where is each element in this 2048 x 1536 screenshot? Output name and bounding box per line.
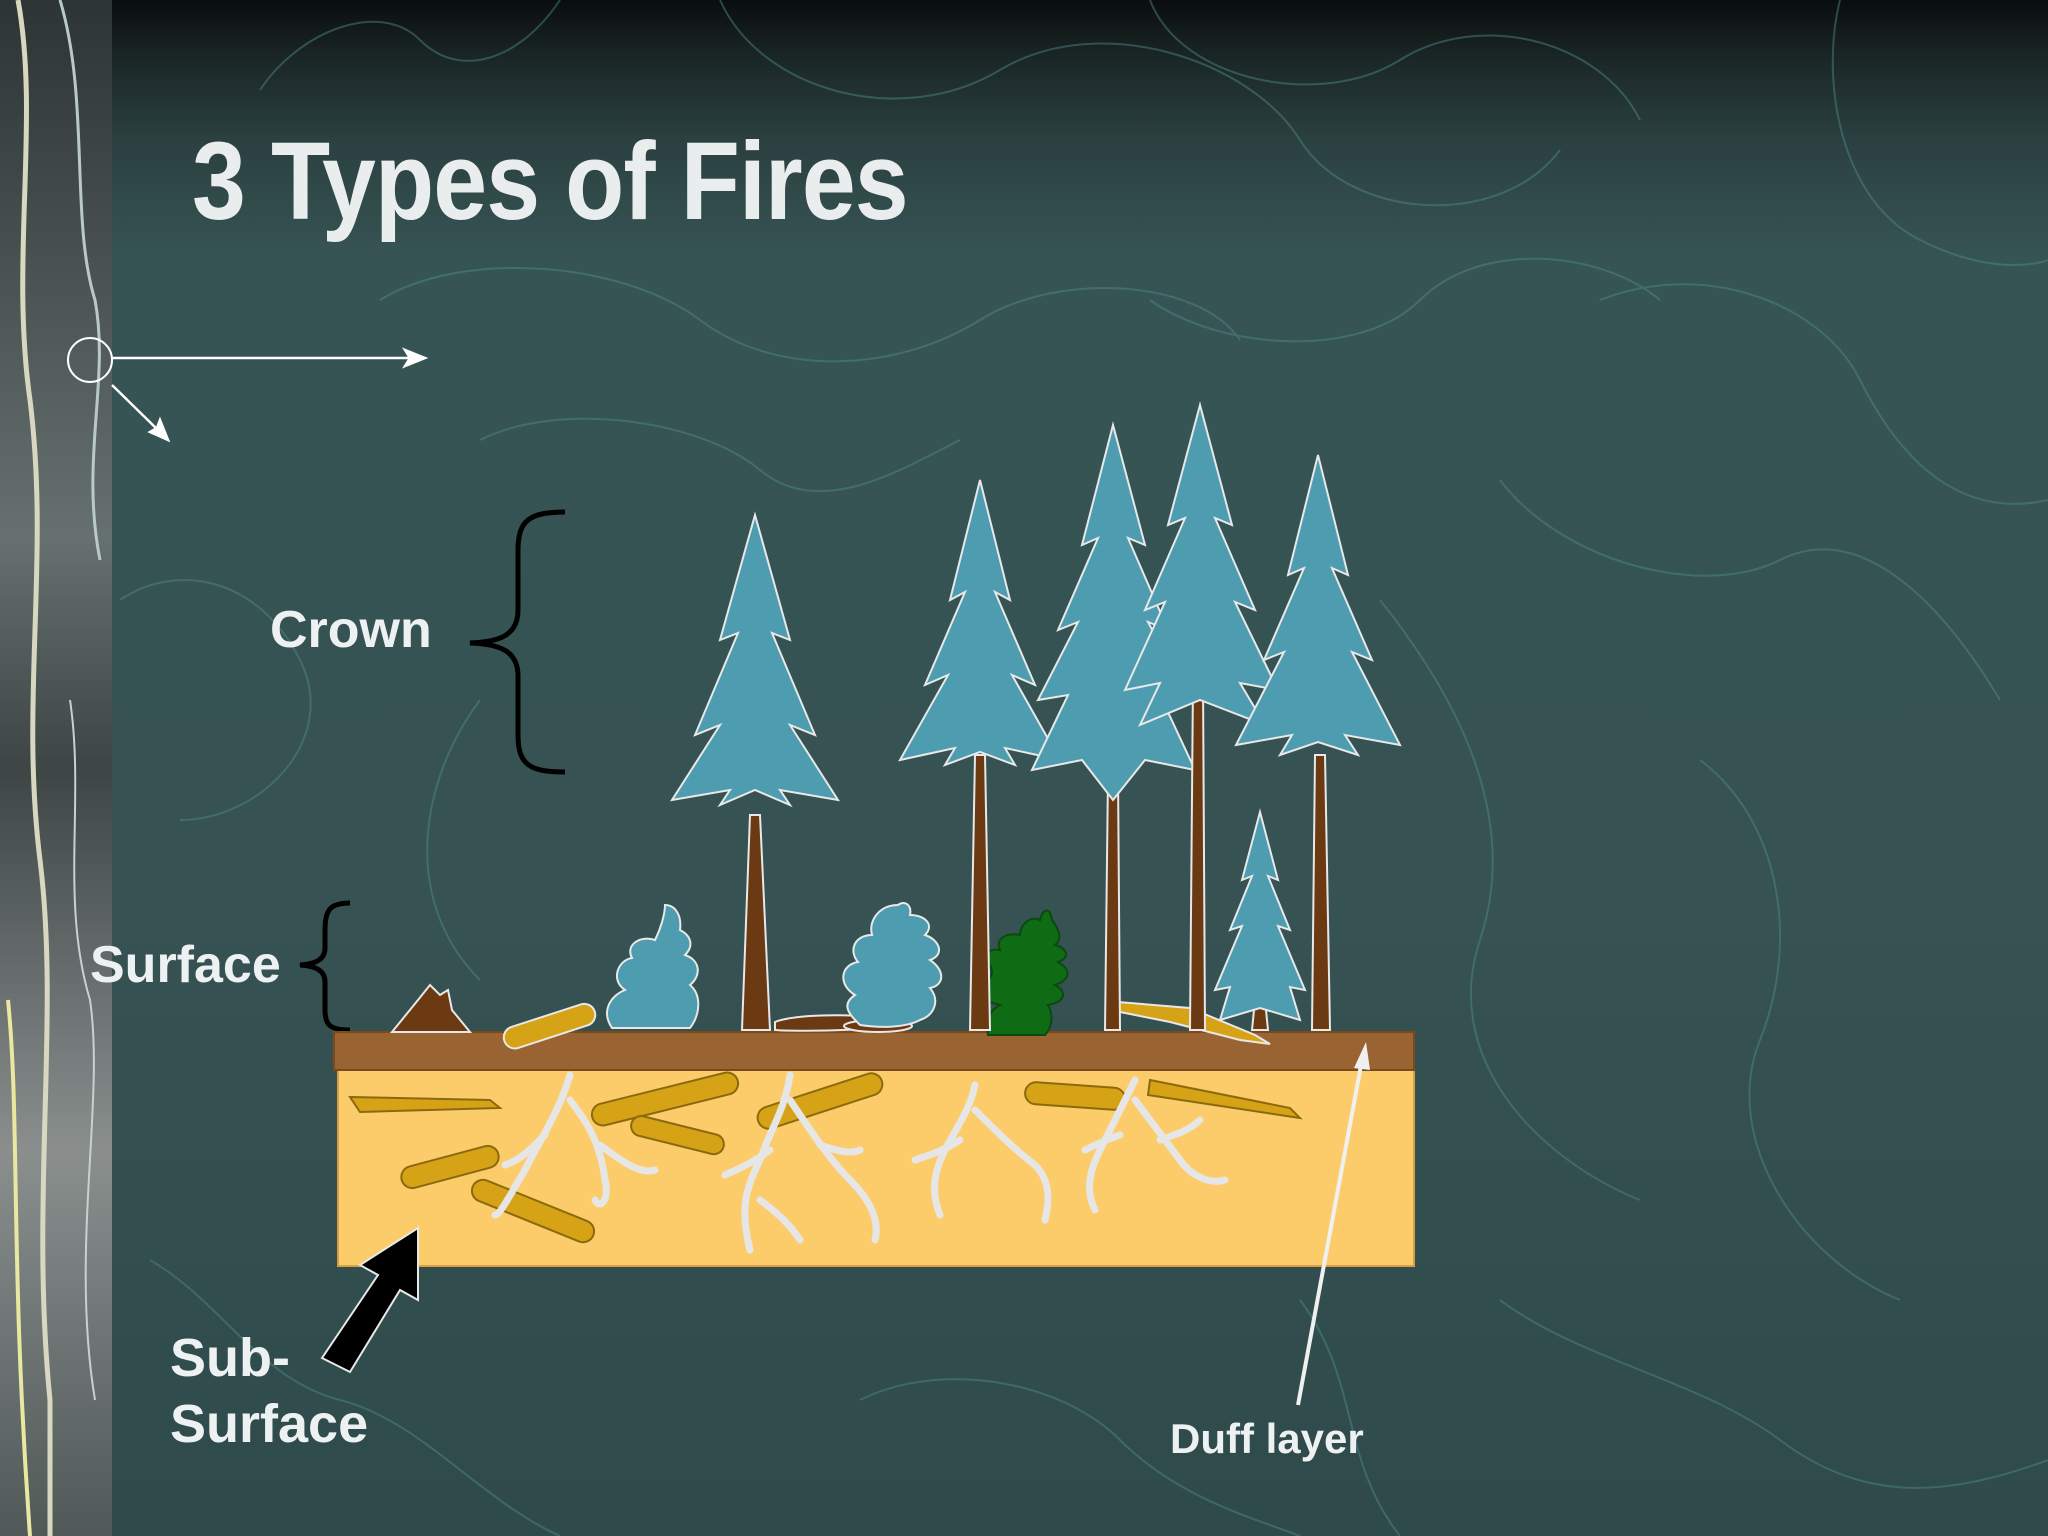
tree-4 (1123, 401, 1280, 1031)
tree-roots (491, 1071, 1229, 1254)
subsurface-arrow (320, 1226, 419, 1374)
tree-stump (389, 983, 473, 1033)
surface-label: Surface (90, 936, 281, 994)
subsurface-label: Sub- Surface (170, 1325, 368, 1457)
map-strip-decoration (0, 0, 113, 1536)
duff-layer-label: Duff layer (1170, 1415, 1364, 1462)
crown-label: Crown (270, 601, 432, 659)
subsurface-label-line1: Sub- (170, 1328, 290, 1388)
topographic-contours (119, 0, 2048, 1536)
buried-logs (348, 1071, 1303, 1244)
tree-1 (669, 511, 841, 1031)
surface-log-left (502, 1002, 597, 1050)
subsurface-label-line2: Surface (170, 1394, 369, 1454)
shrub-left (606, 903, 700, 1029)
tree-5 (1234, 454, 1402, 1031)
crown-brace (469, 509, 566, 775)
tree-2 (898, 479, 1062, 1031)
surface-brace (299, 900, 351, 1033)
pointer-arrows (111, 347, 429, 443)
tree-small (1213, 808, 1307, 1031)
shrub-middle (842, 902, 943, 1028)
slide-title: 3 Types of Fires (192, 120, 909, 243)
duff-layer-arrow (1296, 1042, 1370, 1406)
